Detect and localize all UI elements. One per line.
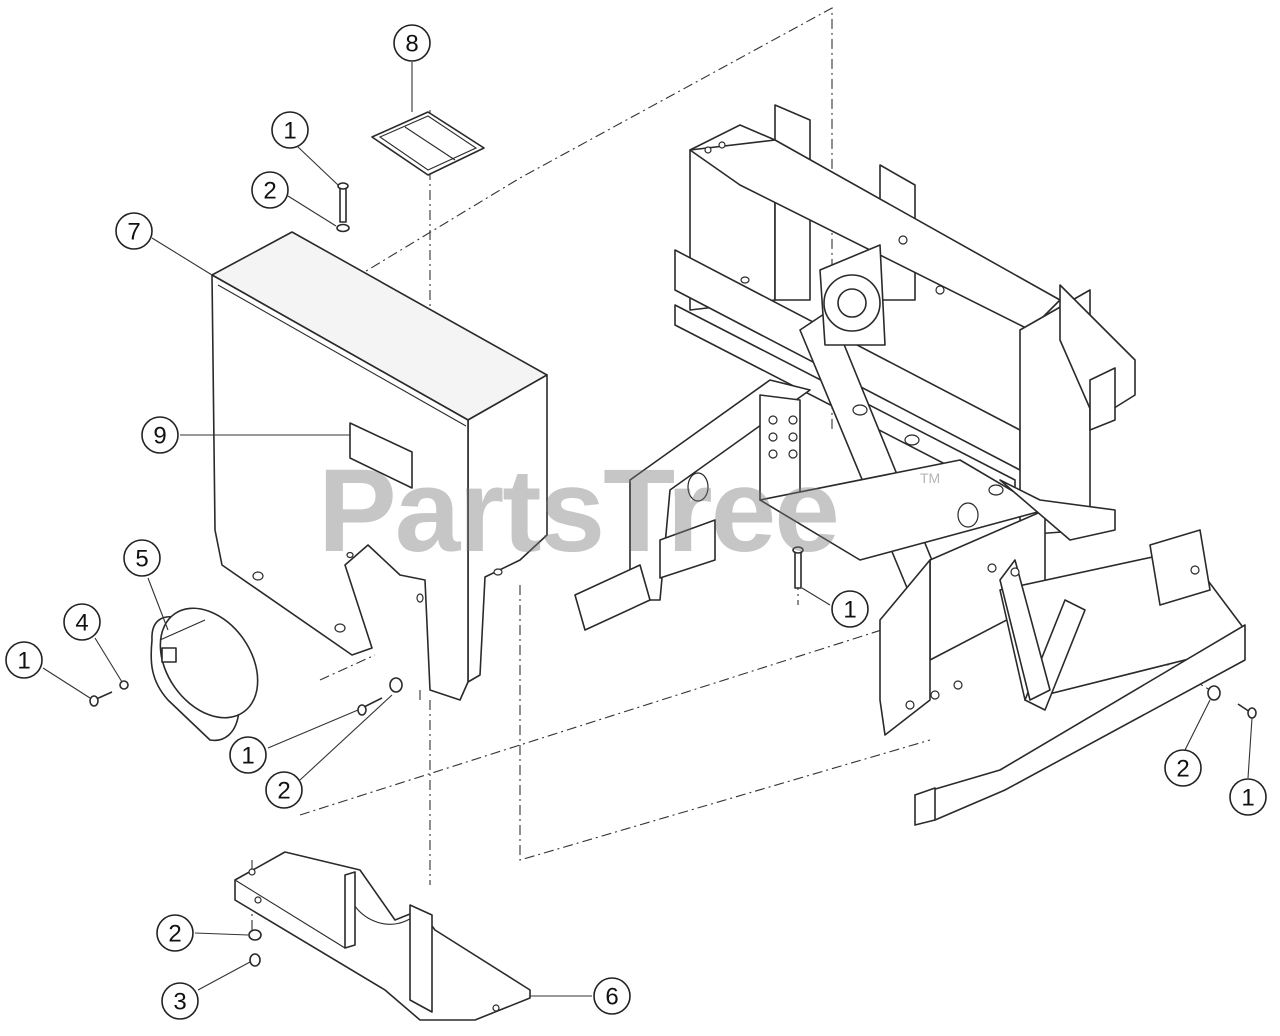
callout-number: 1 xyxy=(241,743,254,770)
callout-number: 8 xyxy=(405,31,418,58)
callout-circle xyxy=(831,590,869,628)
warning-label xyxy=(349,422,413,489)
callout-number: 5 xyxy=(135,546,148,573)
callout-number: 9 xyxy=(153,423,166,450)
callout-circle xyxy=(115,212,153,250)
callout-c-2d: 2 xyxy=(156,914,194,952)
callout-c-2a: 2 xyxy=(251,171,289,209)
decal-plate xyxy=(371,111,485,176)
frame-assembly xyxy=(574,104,1246,826)
side-bolt-washer xyxy=(89,680,129,707)
callout-number: 1 xyxy=(1241,785,1254,812)
callout-c-6: 6 xyxy=(593,977,631,1015)
callout-number: 2 xyxy=(168,921,181,948)
callout-number: 1 xyxy=(17,648,30,675)
callout-c-1b: 1 xyxy=(5,641,43,679)
center-bolt-washer xyxy=(357,677,403,716)
callout-circle xyxy=(1229,778,1267,816)
callout-c-5: 5 xyxy=(123,539,161,577)
callout-c-1e: 1 xyxy=(1229,778,1267,816)
callout-circle xyxy=(1164,749,1202,787)
callout-number: 1 xyxy=(283,118,296,145)
callout-c-8: 8 xyxy=(393,24,431,62)
callout-circle xyxy=(271,111,309,149)
callout-number: 1 xyxy=(843,597,856,624)
callout-circle xyxy=(5,641,43,679)
callout-number: 2 xyxy=(1176,756,1189,783)
callout-number: 7 xyxy=(127,219,140,246)
callout-circle xyxy=(393,24,431,62)
callout-circle xyxy=(123,539,161,577)
callout-c-2b: 2 xyxy=(265,771,303,809)
callout-circle xyxy=(265,771,303,809)
callout-circle xyxy=(251,171,289,209)
callout-c-1c: 1 xyxy=(229,736,267,774)
callout-circle xyxy=(229,736,267,774)
callout-c-3: 3 xyxy=(161,982,199,1020)
callout-number: 2 xyxy=(277,778,290,805)
callout-circle xyxy=(141,416,179,454)
callout-c-9: 9 xyxy=(141,416,179,454)
callout-circle xyxy=(156,914,194,952)
callout-circle xyxy=(63,603,101,641)
callout-number: 2 xyxy=(263,178,276,205)
leader-lines xyxy=(42,62,1253,997)
callout-c-2c: 2 xyxy=(1164,749,1202,787)
round-duct xyxy=(150,607,259,742)
callout-c-7: 7 xyxy=(115,212,153,250)
callout-c-4: 4 xyxy=(63,603,101,641)
bottom-washer-nut xyxy=(248,929,262,967)
callout-number: 6 xyxy=(605,984,618,1011)
callout-number: 3 xyxy=(173,989,186,1016)
callout-circle xyxy=(593,977,631,1015)
callout-number: 4 xyxy=(75,610,88,637)
callout-circle xyxy=(161,982,199,1020)
callout-c-1d: 1 xyxy=(831,590,869,628)
bottom-shield xyxy=(234,851,531,1021)
callout-c-1a: 1 xyxy=(271,111,309,149)
frame-bolt xyxy=(792,546,804,589)
watermark-trademark: TM xyxy=(920,470,941,486)
top-bolt-washer xyxy=(336,182,350,274)
cover-box xyxy=(211,231,548,701)
right-bolt-washer xyxy=(1207,685,1257,719)
